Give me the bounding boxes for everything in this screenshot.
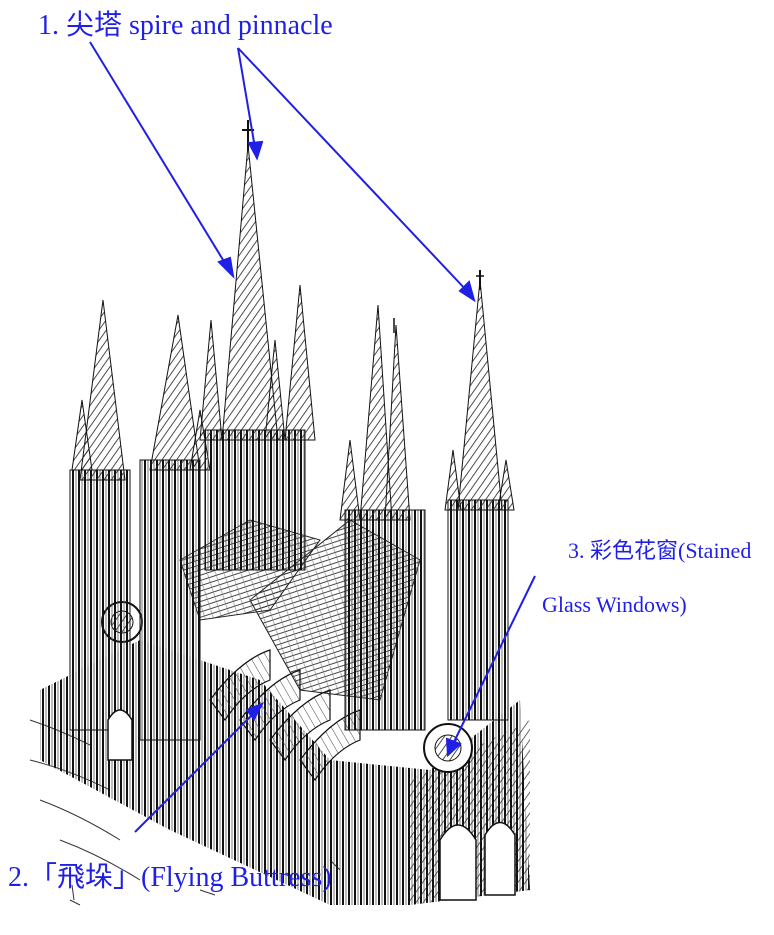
flying-buttress-label: 2.「飛垛」(Flying Buttress) (8, 862, 332, 893)
west-towers (69, 299, 211, 741)
portals (107, 709, 516, 901)
stained-glass-label-line1: 3. 彩色花窗(Stained (568, 538, 752, 563)
arrowhead-icon (247, 140, 264, 161)
flying-buttresses (209, 649, 361, 782)
arrowhead-icon (458, 280, 476, 303)
arrow-buttress (134, 711, 256, 833)
arrowhead-icon (217, 256, 235, 279)
arrow-windows (451, 575, 536, 747)
cathedral-illustration (29, 120, 530, 906)
east-spire (444, 270, 515, 721)
spire-label: 1. 尖塔 spire and pinnacle (38, 10, 333, 41)
arrow-spire-to-crossing (89, 41, 229, 269)
stained-glass-label-line2: Glass Windows) (542, 592, 687, 617)
annotation-arrows (89, 41, 536, 833)
arrow-spire-to-main-tip (237, 47, 256, 149)
arrowhead-icon (245, 702, 265, 721)
main-spire (199, 120, 316, 571)
transept-towers (339, 304, 426, 731)
arrow-spire-to-east-tip (237, 47, 469, 293)
arrowhead-icon (445, 737, 462, 758)
